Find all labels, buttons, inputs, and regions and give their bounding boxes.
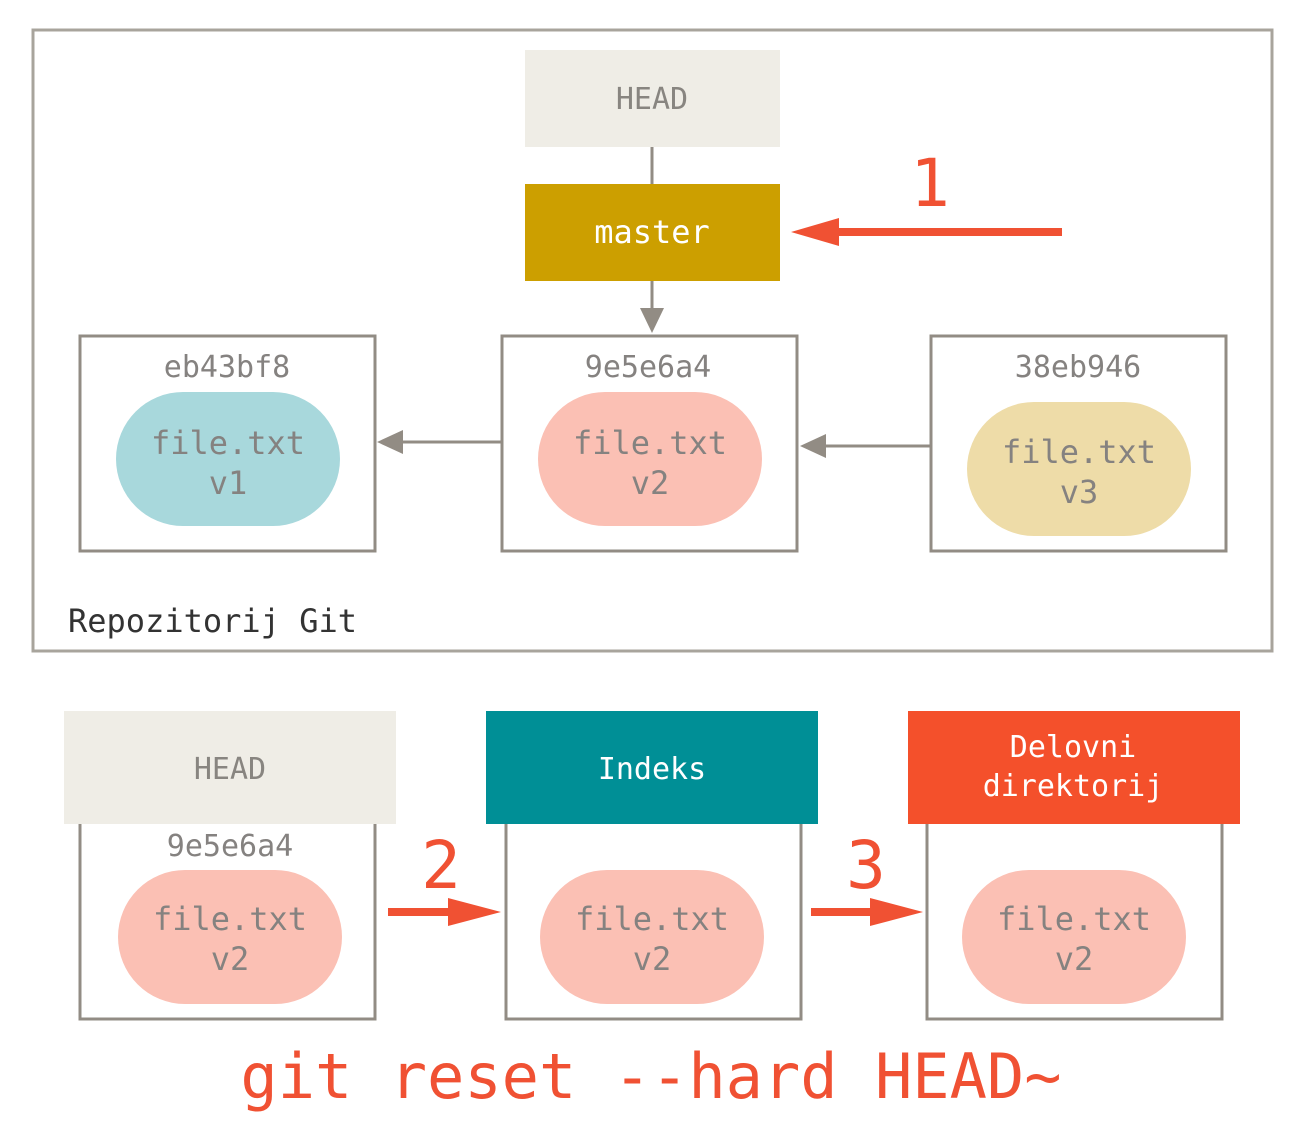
- file-blob: [540, 870, 764, 1004]
- parent-arrowhead: [800, 434, 826, 458]
- area-header: [64, 711, 396, 824]
- file-version: v2: [1055, 940, 1094, 978]
- master-to-commit-arrowhead: [640, 308, 664, 333]
- file-version: v2: [211, 940, 250, 978]
- area-working-directory: Delovni direktorij file.txt v2: [908, 711, 1240, 1021]
- master-branch-box: [525, 184, 780, 281]
- area-header: [486, 711, 818, 824]
- file-version: v1: [209, 464, 248, 502]
- file-name: file.txt: [1002, 433, 1156, 471]
- file-name: file.txt: [997, 900, 1151, 938]
- step1-arrowhead: [791, 218, 839, 246]
- parent-arrowhead: [377, 430, 403, 454]
- file-blob: [962, 870, 1186, 1004]
- step3-arrowhead: [870, 898, 923, 926]
- master-branch-label: master: [594, 213, 710, 251]
- command-text: git reset --hard HEAD~: [240, 1040, 1061, 1113]
- commit-hash: 9e5e6a4: [167, 829, 293, 864]
- step3-label: 3: [846, 827, 886, 904]
- repository-frame: [31, 28, 1274, 653]
- repository-label: Repozitorij Git: [68, 602, 357, 640]
- commit-38eb946: 38eb946 file.txt v3: [929, 334, 1228, 553]
- area-title: Indeks: [598, 752, 706, 787]
- head-ref-box: [525, 50, 780, 147]
- commit-hash: 38eb946: [1015, 350, 1141, 385]
- file-name: file.txt: [153, 900, 307, 938]
- area-header: [908, 711, 1240, 824]
- file-name: file.txt: [151, 424, 305, 462]
- file-blob: [118, 870, 342, 1004]
- area-title: HEAD: [194, 752, 266, 787]
- commit-hash: 9e5e6a4: [585, 350, 711, 385]
- commit-eb43bf8: eb43bf8 file.txt v1: [78, 334, 377, 553]
- file-version: v2: [633, 940, 672, 978]
- file-version: v3: [1060, 473, 1099, 511]
- file-name: file.txt: [573, 424, 727, 462]
- area-title-line1: Delovni: [1010, 730, 1136, 765]
- file-name: file.txt: [575, 900, 729, 938]
- file-blob: [538, 392, 762, 526]
- area-title-line2: direktorij: [983, 769, 1164, 804]
- commit-9e5e6a4: 9e5e6a4 file.txt v2: [500, 334, 799, 553]
- area-index: Indeks file.txt v2: [486, 711, 818, 1021]
- step1-label: 1: [910, 145, 950, 222]
- commit-hash: eb43bf8: [164, 350, 290, 385]
- step2-label: 2: [421, 827, 461, 904]
- head-ref-label: HEAD: [616, 82, 688, 117]
- step2-arrowhead: [448, 898, 501, 926]
- file-version: v2: [631, 464, 670, 502]
- file-blob: [116, 392, 340, 526]
- area-head: HEAD 9e5e6a4 file.txt v2: [64, 711, 396, 1021]
- file-blob: [967, 402, 1191, 536]
